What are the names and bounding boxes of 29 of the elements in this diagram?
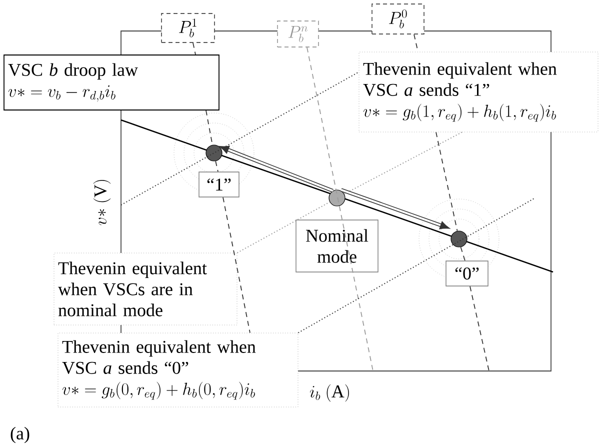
- axis-label: $i_b\ (\mathrm{A})$: [310, 384, 349, 402]
- label-box: Nominal mode: [296, 220, 378, 272]
- operating-point: [450, 230, 468, 248]
- dashed-line: [215, 160, 218, 172]
- dotted-line: [236, 202, 330, 254]
- dotted-line: [120, 72, 360, 206]
- dashed-label-box: $P_b^n$: [277, 20, 319, 48]
- dashed-line: [460, 246, 466, 262]
- annotation-box: Thevenin equivalent when VSC a sends “1” $v{*} = g_b(1,r_{eq}) + h_b(1,r_{eq})i_b$: [358, 52, 598, 132]
- arrow: [340, 188, 450, 230]
- dashed-line: [436, 132, 458, 232]
- axis-label: $v{*}\ (\mathrm{V})$: [93, 180, 111, 226]
- equation-box: VSC b droop law $v{*} = v_b - r_{d,b}i_b$: [4, 54, 220, 110]
- dashed-label-box: $P_b^1$: [161, 13, 215, 43]
- operating-point: [328, 190, 346, 206]
- label-box: “0”: [446, 260, 488, 286]
- annotation-box: Thevenin equivalent when VSC a sends “0” $v{*} = g_b(0,r_{eq}) + h_b(0,r_{eq})i_b$: [58, 332, 298, 408]
- operating-point: [206, 144, 222, 162]
- dotted-line: [298, 198, 536, 334]
- dashed-line: [222, 196, 250, 334]
- dotted-line: [344, 132, 462, 194]
- dashed-line: [470, 286, 490, 372]
- caption: (a): [10, 426, 30, 444]
- dashed-line: [192, 42, 196, 55]
- dashed-label-box: $P_b^0$: [372, 4, 424, 34]
- annotation-box: Thevenin equivalent when VSCs are in nominal mode: [54, 252, 238, 326]
- label-box: “1”: [198, 172, 240, 198]
- dashed-line: [306, 47, 374, 372]
- arrow: [219, 146, 334, 192]
